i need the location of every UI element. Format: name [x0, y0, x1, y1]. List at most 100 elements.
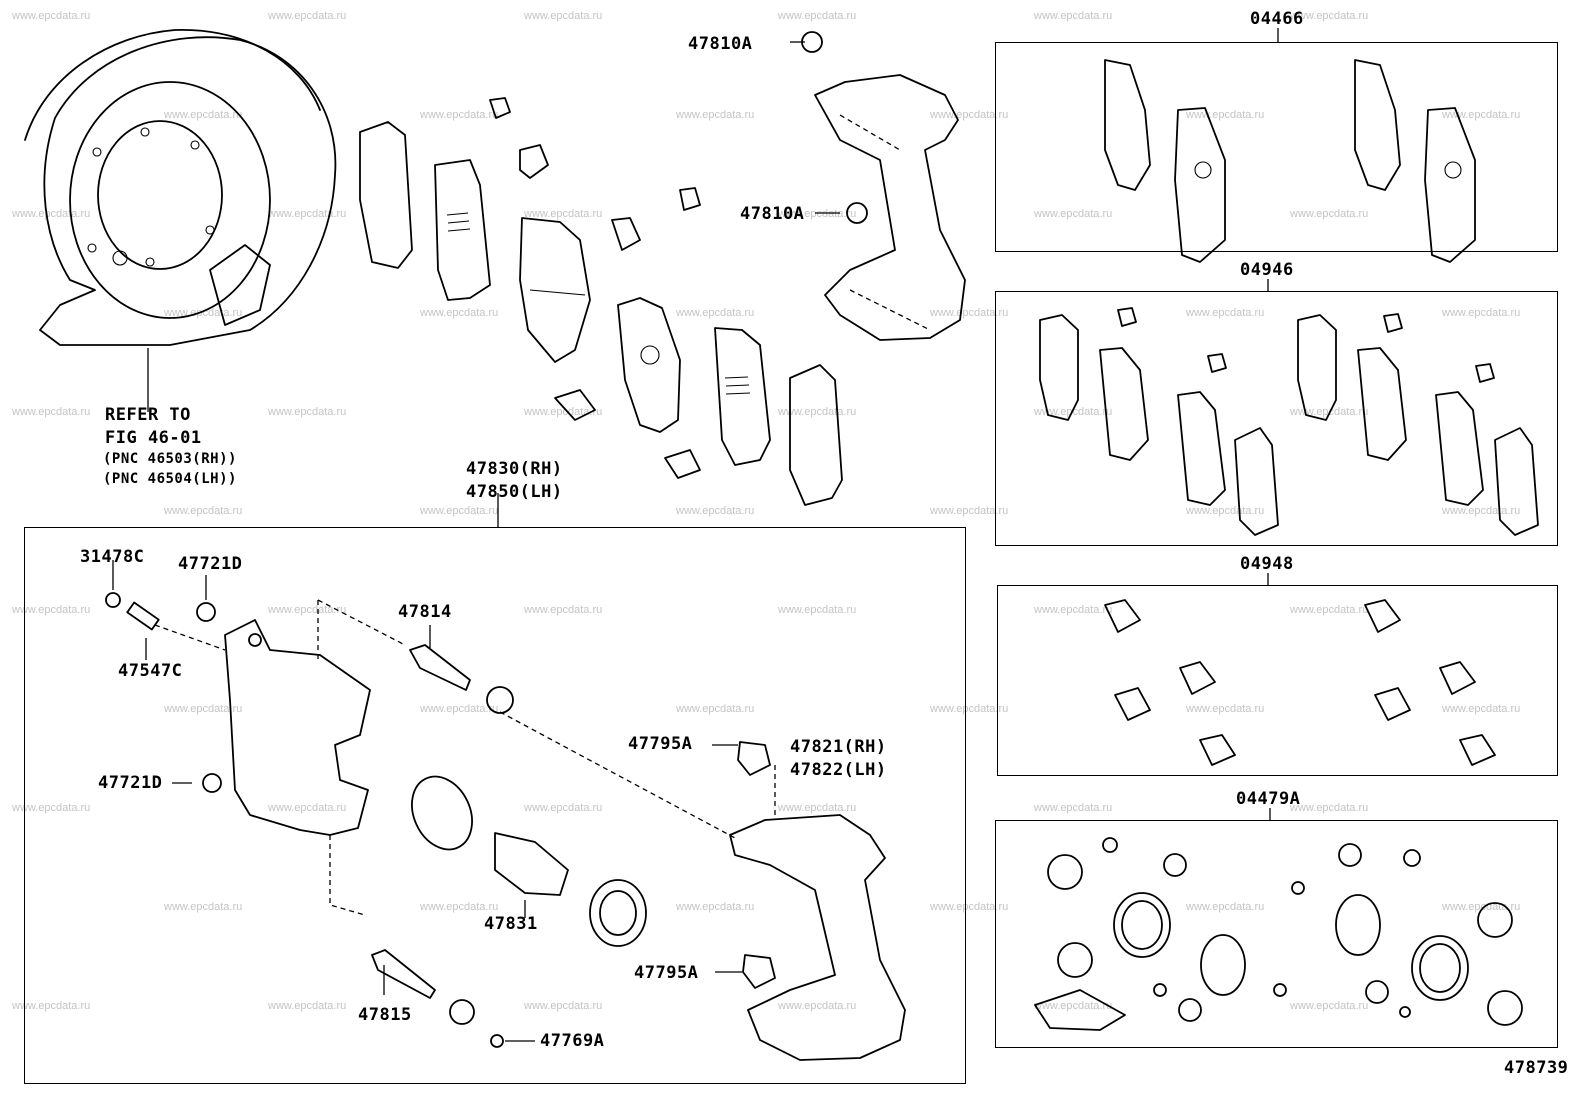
watermark: www.epcdata.ru	[1290, 802, 1369, 814]
watermark: www.epcdata.ru	[778, 10, 857, 22]
watermark: www.epcdata.ru	[524, 802, 603, 814]
watermark: www.epcdata.ru	[420, 703, 499, 715]
kit-04479a-box	[995, 820, 1558, 1048]
watermark: www.epcdata.ru	[1290, 208, 1369, 220]
watermark: www.epcdata.ru	[1442, 703, 1521, 715]
lower-bracket-drawing	[712, 741, 906, 1061]
watermark: www.epcdata.ru	[164, 505, 243, 517]
kit-04479a-drawing	[1034, 808, 1523, 1031]
watermark: www.epcdata.ru	[524, 10, 603, 22]
watermark: www.epcdata.ru	[1442, 307, 1521, 319]
watermark: www.epcdata.ru	[1442, 505, 1521, 517]
watermark: www.epcdata.ru	[1186, 109, 1265, 121]
kit-04466-label: 04466	[1250, 9, 1304, 29]
caliper-assembly-box	[24, 527, 966, 1084]
watermark: www.epcdata.ru	[524, 406, 603, 418]
caliper-body-drawing	[105, 560, 406, 916]
part-47810a-mid: 47810A	[740, 204, 805, 224]
kit-04948-drawing	[1104, 573, 1496, 766]
watermark: www.epcdata.ru	[1034, 802, 1113, 814]
watermark: www.epcdata.ru	[1034, 406, 1113, 418]
watermark: www.epcdata.ru	[12, 604, 91, 616]
watermark: www.epcdata.ru	[420, 901, 499, 913]
pins-piston-drawing	[371, 625, 736, 1048]
kit-04946-label: 04946	[1240, 260, 1294, 280]
watermark: www.epcdata.ru	[676, 307, 755, 319]
kit-04466-box	[995, 42, 1558, 252]
watermark: www.epcdata.ru	[524, 1000, 603, 1012]
watermark: www.epcdata.ru	[268, 1000, 347, 1012]
dust-shield-drawing	[24, 29, 337, 412]
kit-04466-drawing	[1104, 28, 1476, 263]
shield-note-line1: REFER TO	[105, 405, 191, 425]
part-47721d-top: 47721D	[178, 554, 243, 574]
watermark: www.epcdata.ru	[1186, 505, 1265, 517]
watermark: www.epcdata.ru	[1290, 604, 1369, 616]
shield-note-line4: (PNC 46504(LH))	[103, 471, 237, 487]
part-47814: 47814	[398, 602, 452, 622]
watermark: www.epcdata.ru	[930, 703, 1009, 715]
part-47769a: 47769A	[540, 1031, 605, 1051]
kit-04946-drawing	[1039, 279, 1539, 536]
watermark: www.epcdata.ru	[1034, 208, 1113, 220]
watermark: www.epcdata.ru	[12, 406, 91, 418]
part-47850: 47850(LH)	[466, 482, 563, 502]
kit-04948-box	[997, 585, 1558, 776]
top-pads-drawing	[359, 97, 843, 506]
figure-id: 478739	[1504, 1058, 1569, 1078]
part-47795a-bottom: 47795A	[634, 963, 699, 983]
watermark: www.epcdata.ru	[1186, 703, 1265, 715]
watermark: www.epcdata.ru	[1034, 604, 1113, 616]
part-47821: 47821(RH)	[790, 737, 887, 757]
watermark: www.epcdata.ru	[268, 802, 347, 814]
watermark: www.epcdata.ru	[778, 208, 857, 220]
kit-04948-label: 04948	[1240, 554, 1294, 574]
watermark: www.epcdata.ru	[778, 1000, 857, 1012]
watermark: www.epcdata.ru	[676, 505, 755, 517]
part-31478c: 31478C	[80, 547, 145, 567]
watermark: www.epcdata.ru	[164, 109, 243, 121]
watermark: www.epcdata.ru	[12, 1000, 91, 1012]
watermark: www.epcdata.ru	[1290, 1000, 1369, 1012]
watermark: www.epcdata.ru	[12, 10, 91, 22]
part-47831: 47831	[484, 914, 538, 934]
watermark: www.epcdata.ru	[1290, 10, 1369, 22]
watermark: www.epcdata.ru	[268, 604, 347, 616]
kit-04946-box	[995, 291, 1558, 546]
watermark: www.epcdata.ru	[164, 703, 243, 715]
watermark: www.epcdata.ru	[164, 901, 243, 913]
part-47830: 47830(RH)	[466, 459, 563, 479]
watermark: www.epcdata.ru	[1442, 109, 1521, 121]
watermark: www.epcdata.ru	[930, 307, 1009, 319]
watermark: www.epcdata.ru	[676, 703, 755, 715]
watermark: www.epcdata.ru	[268, 10, 347, 22]
watermark: www.epcdata.ru	[778, 802, 857, 814]
shield-note-line3: (PNC 46503(RH))	[103, 451, 237, 467]
watermark: www.epcdata.ru	[1034, 10, 1113, 22]
watermark: www.epcdata.ru	[420, 109, 499, 121]
watermark: www.epcdata.ru	[930, 109, 1009, 121]
watermark: www.epcdata.ru	[930, 901, 1009, 913]
shield-note-line2: FIG 46-01	[105, 428, 202, 448]
part-47547c: 47547C	[118, 661, 183, 681]
watermark: www.epcdata.ru	[420, 307, 499, 319]
watermark: www.epcdata.ru	[930, 505, 1009, 517]
watermark: www.epcdata.ru	[524, 208, 603, 220]
part-47810a-top: 47810A	[688, 34, 753, 54]
watermark: www.epcdata.ru	[524, 604, 603, 616]
watermark: www.epcdata.ru	[1186, 307, 1265, 319]
watermark: www.epcdata.ru	[268, 406, 347, 418]
watermark: www.epcdata.ru	[12, 802, 91, 814]
watermark: www.epcdata.ru	[268, 208, 347, 220]
watermark: www.epcdata.ru	[676, 109, 755, 121]
upper-bracket-drawing	[790, 31, 966, 341]
part-47822: 47822(LH)	[790, 760, 887, 780]
part-47815: 47815	[358, 1005, 412, 1025]
kit-04479a-label: 04479A	[1236, 789, 1301, 809]
watermark: www.epcdata.ru	[676, 901, 755, 913]
watermark: www.epcdata.ru	[1186, 901, 1265, 913]
watermark: www.epcdata.ru	[778, 604, 857, 616]
watermark: www.epcdata.ru	[420, 505, 499, 517]
